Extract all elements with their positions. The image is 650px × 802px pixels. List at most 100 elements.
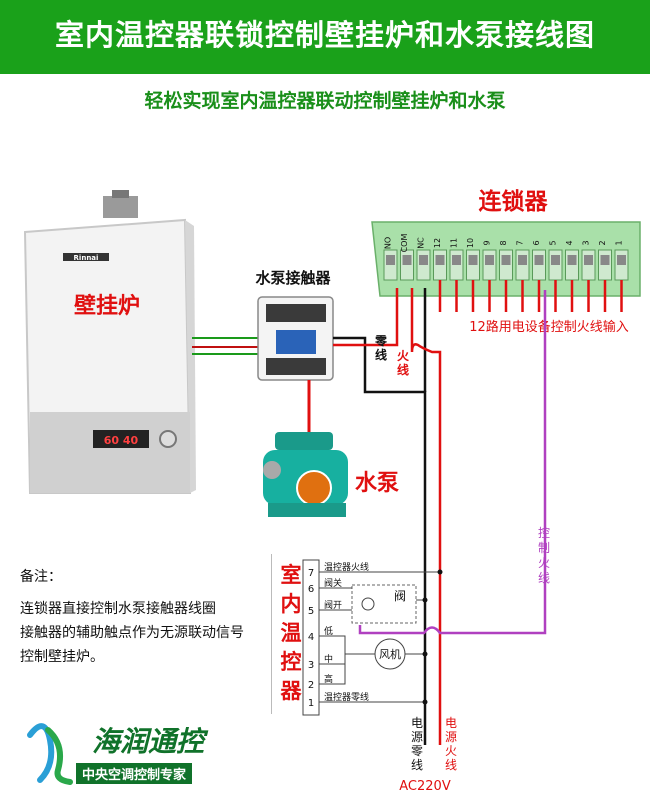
interlock-terminal-label: 4 (565, 240, 574, 245)
company-logo (27, 723, 73, 785)
thermostat-terminal-number: 6 (308, 584, 314, 595)
interlock-terminal-label: NO (384, 237, 393, 249)
boiler-signal-wires (192, 337, 268, 355)
interlock-terminal-label: 1 (615, 240, 624, 245)
title-banner (0, 0, 650, 74)
label-live: 火线 (397, 349, 410, 377)
notes-heading: 备注： (20, 569, 62, 585)
thermostat-terminal-strip (302, 559, 320, 716)
interlock-terminal-label: COM (400, 234, 409, 253)
boiler-flue (103, 196, 138, 218)
notes-line-3: 控制壁挂炉。 (20, 649, 104, 665)
label-ac220v: AC220V (399, 779, 451, 794)
thermostat-terminal-label: 低 (324, 625, 333, 637)
contactor-label: 水泵接触器 (255, 269, 331, 287)
thermostat-terminal-number: 7 (308, 568, 314, 579)
pump-base (268, 503, 346, 517)
thermostat-terminal-label: 温控器火线 (324, 561, 369, 573)
notes-block: 备注： 连锁器直接控制水泵接触器线圈 接触器的辅助触点作为无源联动信号 控制壁挂… (20, 565, 244, 669)
logo-slogan: 中央空调控制专家 (76, 763, 193, 784)
wire-power-neutral (380, 390, 427, 745)
page-subtitle: 轻松实现室内温控器联动控制壁挂炉和水泵 (144, 90, 506, 112)
interlock-screw (386, 255, 395, 265)
valve-label: 阀 (394, 589, 406, 603)
interlock-screw (485, 255, 494, 265)
interlock-terminal-label: 10 (466, 238, 475, 248)
interlock-terminal-label: 12 (433, 238, 442, 248)
wire-fan-low (319, 635, 375, 655)
label-neutral: 零线 (374, 334, 388, 362)
interlock-screw (402, 255, 412, 265)
interlock-terminal-label: 11 (450, 238, 459, 248)
wire-power-live (410, 288, 442, 745)
interlock-screw (435, 255, 445, 265)
boiler-display-text: 60 40 (104, 434, 139, 447)
thermostat-border (271, 554, 272, 714)
junction-neutral (422, 699, 428, 705)
boiler-logo-plate (63, 253, 109, 261)
interlock-screw (419, 255, 428, 265)
boiler-knob (159, 430, 177, 448)
boiler-display (93, 430, 149, 448)
interlock-terminal-label: 2 (598, 240, 607, 245)
logo-name: 海润通控 (92, 725, 205, 758)
boiler-side (185, 220, 196, 493)
interlock-screw (501, 255, 511, 265)
notes-line-2: 接触器的辅助触点作为无源联动信号 (20, 625, 244, 641)
interlock-screw (551, 255, 560, 265)
water-pump: 水泵 (263, 432, 399, 517)
thermostat-terminal-label: 中 (324, 653, 333, 665)
pump-inlet (263, 461, 281, 479)
boiler-flue-cap (112, 190, 129, 198)
thermostat-terminal-label: 高 (324, 673, 333, 685)
boiler-brand: Rinnai (74, 254, 99, 262)
wire-fan-high (319, 664, 346, 685)
interlock-screw (567, 255, 577, 265)
interlock-screw (600, 255, 610, 265)
interlock-terminal-label: NC (417, 237, 426, 249)
label-power-live: 电源火线 (445, 716, 457, 772)
thermostat-terminal-number: 2 (308, 680, 314, 691)
notes-line-1: 连锁器直接控制水泵接触器线圈 (20, 601, 216, 617)
interlock-screw (452, 255, 461, 265)
interlock-input-note: 12路用电设备控制火线输入 (469, 319, 629, 335)
interlock-terminal-label: 8 (499, 240, 508, 245)
boiler-panel (30, 412, 190, 493)
interlock-terminal-label: 7 (516, 240, 525, 245)
junction-valve (422, 597, 428, 603)
pump-label: 水泵 (355, 471, 399, 496)
thermostat-terminal-number: 1 (308, 698, 314, 709)
logo-mark-green (45, 727, 73, 785)
interlock-screw (584, 255, 593, 265)
valve-symbol (361, 597, 375, 611)
page-title: 室内温控器联锁控制壁挂炉和水泵接线图 (54, 18, 595, 52)
interlock-screw (534, 255, 544, 265)
pump-contactor: 水泵接触器 (255, 269, 334, 381)
label-power-neutral: 电源零线 (411, 716, 423, 772)
fan-label: 风机 (379, 647, 401, 661)
wire-coil-live (333, 288, 399, 347)
wire-coil-neutral (333, 336, 380, 394)
interlock-label: 连锁器 (479, 188, 549, 215)
valve-box (351, 584, 417, 624)
thermostat-terminal-number: 4 (308, 632, 314, 643)
interlock-terminal-label: 3 (582, 240, 591, 245)
thermostat-terminal-label: 阀开 (324, 600, 342, 611)
contactor-top-terminals (266, 304, 326, 322)
wall-boiler: Rinnai 60 40 壁挂炉 (23, 190, 196, 494)
thermostat-terminal-number: 3 (308, 660, 314, 671)
junction-fan (422, 651, 428, 657)
label-control-live: 控制火线 (538, 526, 550, 585)
interlock-screw (518, 255, 527, 265)
pump-cover (296, 470, 332, 506)
thermostat-terminal-label: 温控器零线 (324, 691, 369, 703)
thermostat-label: 室内温控器 (280, 563, 303, 703)
interlock-screw (617, 255, 626, 265)
pump-top (275, 432, 333, 450)
wire-control-live (358, 290, 547, 635)
interlock-terminal-label: 6 (532, 240, 541, 245)
thermostat-terminal-number: 5 (308, 606, 314, 617)
